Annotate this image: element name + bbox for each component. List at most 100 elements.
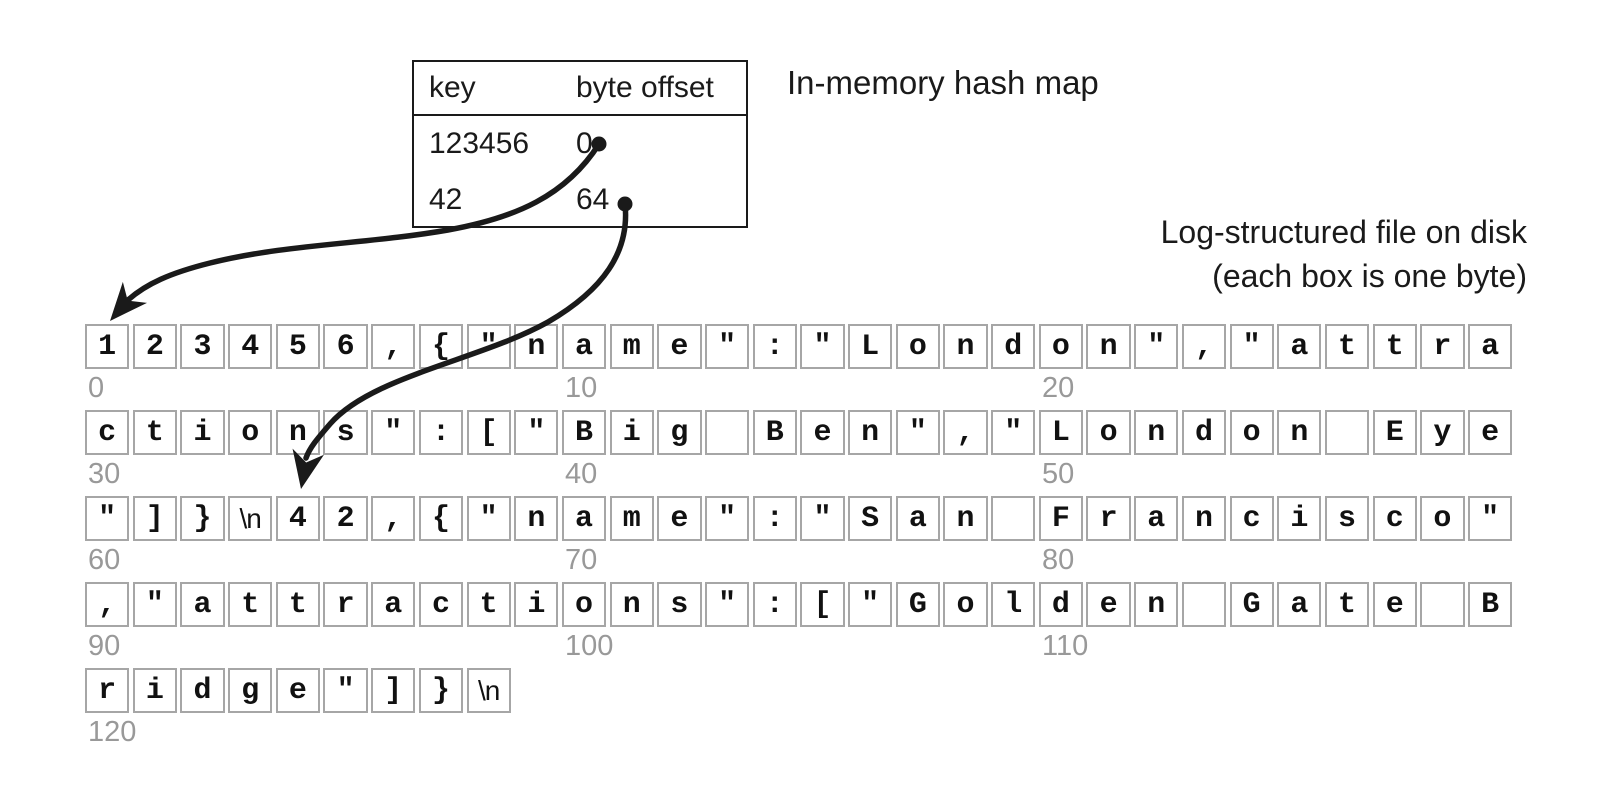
byte-cell: 1 (85, 324, 130, 369)
byte-cell: } (180, 496, 225, 541)
byte-cell: , (1181, 324, 1227, 369)
byte-offset-label: 10 (565, 372, 598, 404)
byte-cell: c (85, 410, 130, 455)
byte-cell: e (657, 324, 702, 369)
byte-cell: c (1229, 496, 1274, 541)
byte-cell: : (752, 324, 797, 369)
byte-cell: g (657, 410, 702, 455)
byte-cell (1181, 582, 1227, 627)
byte-cell: d (180, 668, 225, 713)
byte-cell: " (323, 668, 368, 713)
byte-cell: t (466, 582, 511, 627)
byte-offset-label: 0 (88, 372, 105, 404)
byte-cell: 2 (323, 496, 368, 541)
byte-cell (704, 410, 750, 455)
byte-cell: } (418, 668, 464, 713)
byte-cell: " (704, 582, 750, 627)
byte-cell: " (85, 496, 130, 541)
byte-cell: a (371, 582, 416, 627)
byte-cell: 6 (323, 324, 368, 369)
byte-offset-label: 20 (1042, 372, 1075, 404)
byte-cell: " (1134, 324, 1179, 369)
byte-cell: B (752, 410, 797, 455)
byte-cell: : (418, 410, 464, 455)
byte-cell: c (1372, 496, 1417, 541)
byte-cell: n (609, 582, 654, 627)
byte-cell: t (275, 582, 321, 627)
byte-cell: G (895, 582, 940, 627)
byte-cell: o (1229, 410, 1274, 455)
byte-cell: i (132, 668, 177, 713)
byte-cell: a (561, 324, 607, 369)
byte-cell: s (657, 582, 702, 627)
byte-cell: \n (228, 496, 273, 541)
byte-cell: , (371, 324, 416, 369)
byte-cell: : (752, 496, 797, 541)
byte-cell: " (1467, 496, 1513, 541)
hash-map-key: 123456 (429, 127, 530, 160)
byte-cell: a (1277, 324, 1322, 369)
byte-cell: n (514, 496, 559, 541)
byte-cell: " (371, 410, 416, 455)
byte-cell: " (800, 496, 845, 541)
byte-cell: S (848, 496, 893, 541)
byte-cell: \n (466, 668, 511, 713)
byte-offset-label: 30 (88, 458, 121, 490)
byte-cell (991, 496, 1036, 541)
byte-cell: t (132, 410, 177, 455)
byte-cell: o (1420, 496, 1465, 541)
byte-cell: { (418, 324, 464, 369)
byte-cell: L (1038, 410, 1084, 455)
byte-cell: " (848, 582, 893, 627)
byte-cell: c (418, 582, 464, 627)
byte-offset-label: 80 (1042, 544, 1075, 576)
hash-map-key: 42 (429, 183, 463, 216)
byte-cell: a (1277, 582, 1322, 627)
byte-cell: y (1420, 410, 1465, 455)
byte-cell: " (1229, 324, 1274, 369)
byte-cell: n (1277, 410, 1322, 455)
byte-cell: " (800, 324, 845, 369)
byte-cell: { (418, 496, 464, 541)
byte-cell: m (609, 324, 654, 369)
byte-cell: 4 (275, 496, 321, 541)
byte-cell: e (1372, 582, 1417, 627)
hash-map-header: key byte offset (414, 62, 746, 116)
byte-cell: e (800, 410, 845, 455)
byte-cell: 3 (180, 324, 225, 369)
byte-cell: n (1181, 496, 1227, 541)
byte-cell: o (1086, 410, 1131, 455)
byte-cell: a (180, 582, 225, 627)
byte-cell: [ (800, 582, 845, 627)
byte-cell: s (1324, 496, 1370, 541)
byte-cell: F (1038, 496, 1084, 541)
byte-cell: n (848, 410, 893, 455)
byte-cell: t (1324, 582, 1370, 627)
byte-cell: a (895, 496, 940, 541)
byte-cell: n (943, 496, 988, 541)
disk-caption-line2: (each box is one byte) (1212, 258, 1527, 294)
byte-cell: i (180, 410, 225, 455)
byte-cell: n (275, 410, 321, 455)
byte-cell: s (323, 410, 368, 455)
byte-cell: E (1372, 410, 1417, 455)
byte-cell: l (991, 582, 1036, 627)
byte-cell: a (1134, 496, 1179, 541)
byte-offset-label: 50 (1042, 458, 1075, 490)
byte-cell: e (1467, 410, 1513, 455)
byte-cell: B (1467, 582, 1513, 627)
byte-cell: " (514, 410, 559, 455)
byte-offset-label: 60 (88, 544, 121, 576)
byte-cell: n (1086, 324, 1131, 369)
byte-cell: " (466, 324, 511, 369)
byte-cell: e (275, 668, 321, 713)
byte-cell: , (943, 410, 988, 455)
hash-map-row: 42 64 (414, 172, 746, 228)
byte-cell: t (228, 582, 273, 627)
